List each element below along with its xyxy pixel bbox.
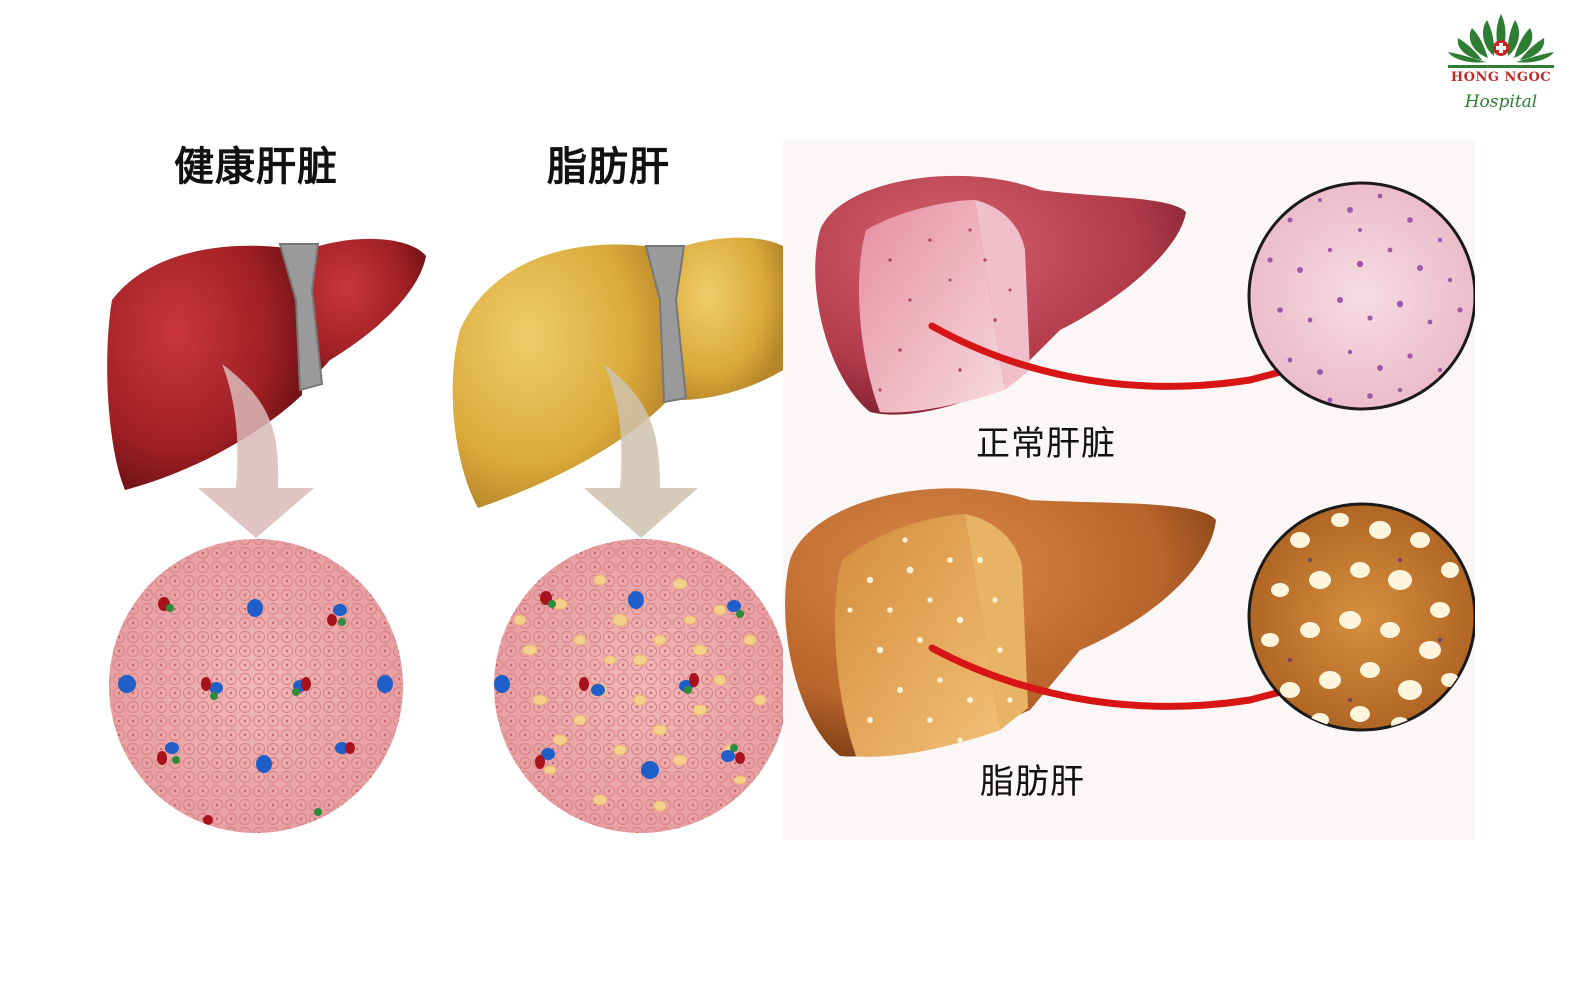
logo-script: Hospital (1464, 92, 1538, 112)
normal-liver-cut-face (858, 200, 1005, 413)
fatty-down-arrow-icon (584, 364, 698, 538)
fatty-pointer-arrow-icon (928, 644, 1322, 710)
normal-micro-circle (1247, 181, 1475, 411)
hospital-logo: HONG NGOC Hospital (1440, 8, 1562, 120)
healthy-micro-circle (109, 539, 403, 833)
healthy-liver-title: 健康肝脏 (174, 144, 338, 190)
fatty-micro-circle (494, 539, 788, 833)
fatty-liver-ligament (644, 245, 688, 404)
fatty-liver-right-lobe (452, 244, 668, 508)
logo-name: HONG NGOC (1450, 70, 1552, 85)
healthy-down-arrow-icon (198, 364, 314, 538)
fatty-liver-cut-face-2 (965, 514, 1028, 730)
lotus-icon (1448, 14, 1554, 68)
cross-section-panel (783, 140, 1475, 840)
fatty-liver-title: 脂肪肝 (547, 144, 670, 190)
healthy-liver-left-lobe (302, 238, 426, 380)
fatty-micro-circle-right (1247, 502, 1475, 732)
fatty-liver-left-lobe (668, 237, 783, 400)
fatty-liver-section (785, 488, 1216, 757)
normal-liver-cut-face-2 (975, 200, 1030, 390)
fatty-liver-cut-face (834, 514, 1000, 757)
normal-liver-caption: 正常肝脏 (976, 424, 1116, 464)
fatty-liver-caption: 脂肪肝 (980, 762, 1085, 802)
normal-liver-section (815, 175, 1186, 415)
fatty-liver-illustration (452, 237, 783, 508)
normal-pointer-arrow-icon (928, 322, 1322, 390)
healthy-liver-ligament (278, 243, 324, 392)
